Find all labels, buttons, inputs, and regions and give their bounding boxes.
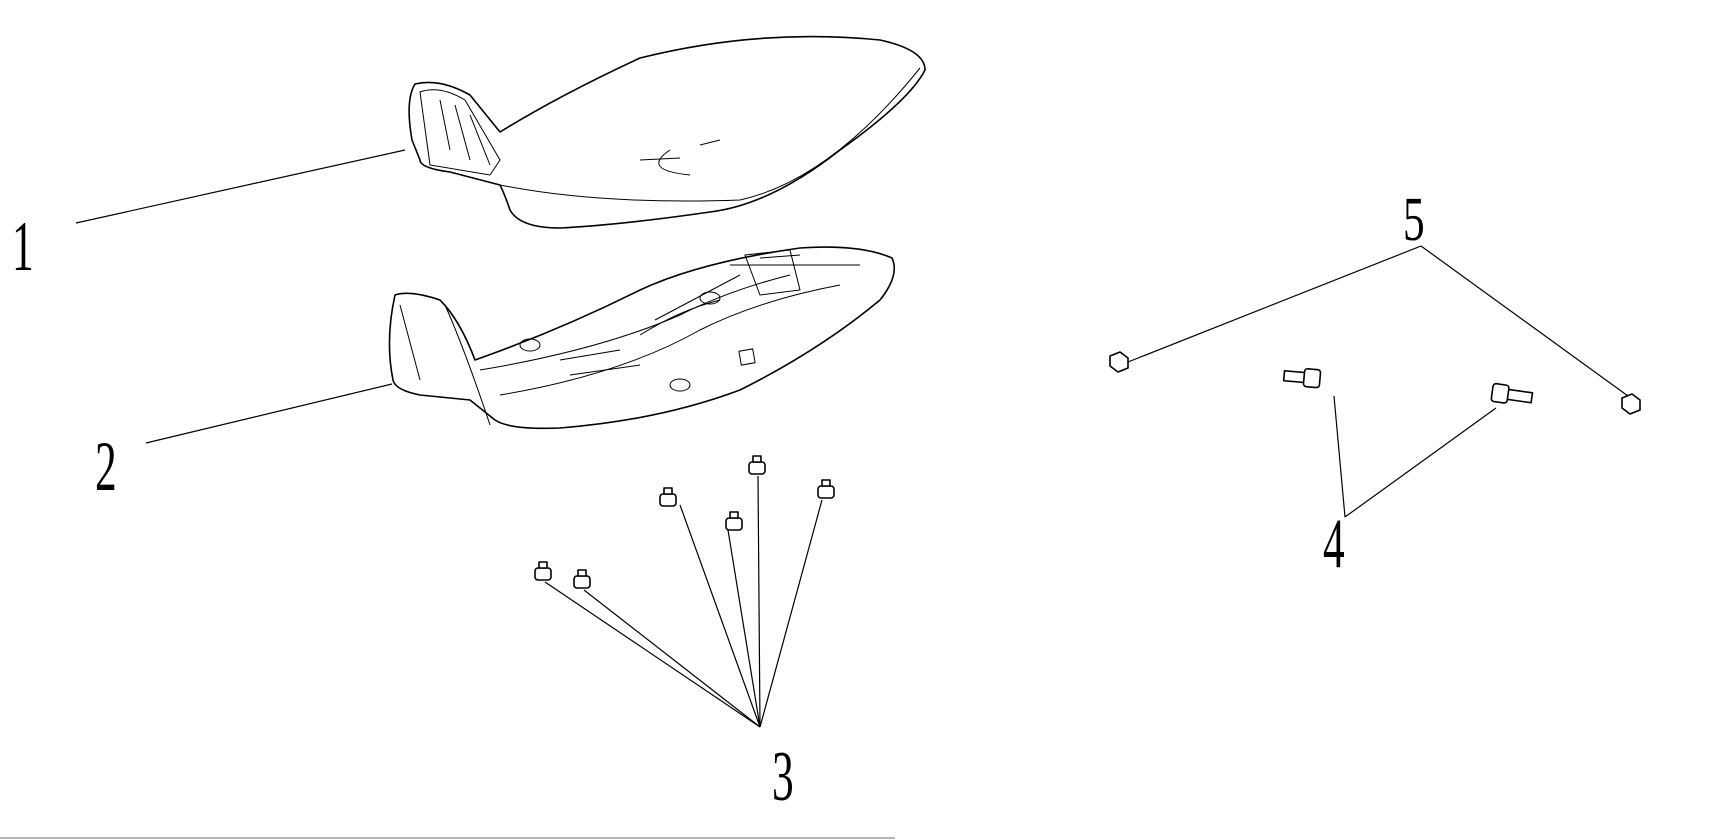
- callout-3: 3: [772, 736, 794, 816]
- callout-1: 1: [12, 206, 34, 286]
- callout-2: 2: [95, 426, 117, 506]
- seat-cover-part: [408, 35, 926, 229]
- bottom-divider: [0, 837, 895, 839]
- callout-4: 4: [1323, 503, 1345, 583]
- leader-lines: [75, 149, 1629, 728]
- rubber-bumper-parts: [534, 455, 835, 589]
- nut-parts: [1109, 351, 1641, 415]
- seat-base-part: [388, 246, 896, 430]
- bolt-parts: [1282, 367, 1534, 404]
- callout-5: 5: [1403, 184, 1425, 254]
